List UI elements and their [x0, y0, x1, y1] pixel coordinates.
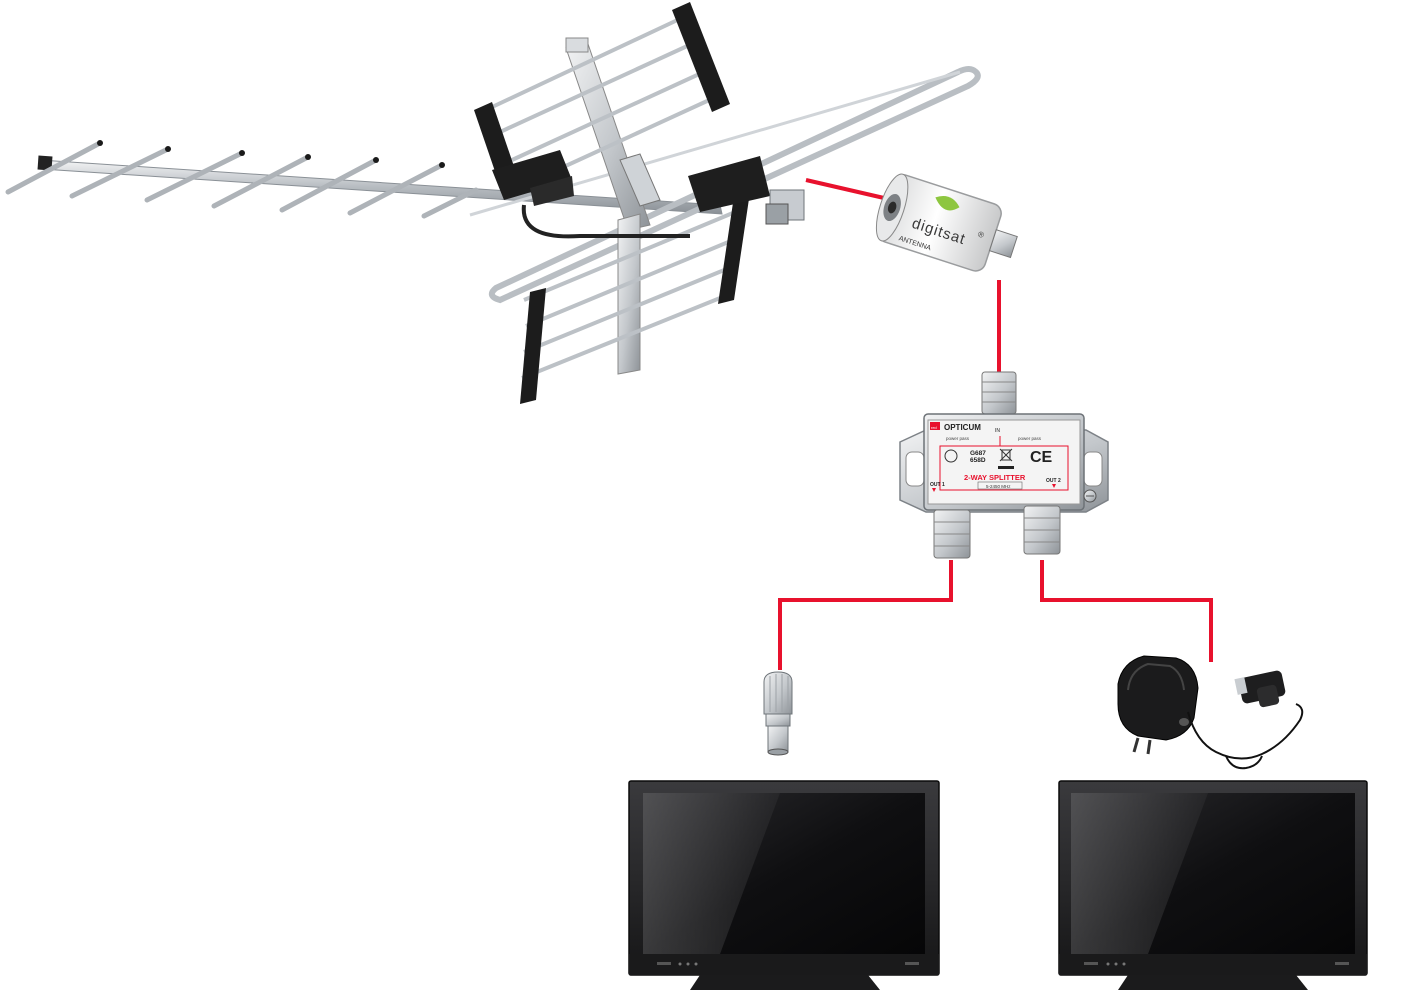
splitter-input-connector [982, 372, 1016, 414]
splitter-power-pass-left: power pass [946, 436, 970, 441]
splitter-brand: OPTICUM [944, 423, 981, 432]
lower-reflector [520, 192, 750, 404]
splitter-freq: 5-2450 MHz [986, 484, 1011, 489]
tv-icon [629, 781, 939, 990]
antenna-icon [8, 2, 978, 404]
splitter-brand-prefix: red [931, 425, 937, 430]
splitter-output-connector-1 [934, 510, 970, 558]
cable-out1-to-tv1 [780, 560, 951, 670]
splitter-out1-label: OUT 1 [930, 482, 945, 488]
cable-out2-to-tv2 [1042, 560, 1211, 662]
splitter-ce-mark: CE [1030, 449, 1053, 466]
tv-icon [1059, 781, 1367, 990]
yagi-director-caps [97, 140, 445, 168]
splitter-in-label: IN [995, 428, 1000, 434]
splitter-title: 2-WAY SPLITTER [964, 473, 1026, 482]
splitter-out2-label: OUT 2 [1046, 478, 1061, 484]
splitter-icon: red OPTICUM IN power pass power pass G68… [900, 372, 1108, 558]
splitter-model-line2: 658D [970, 457, 986, 464]
amplifier-icon: digitsat ® ANTENNA [870, 171, 1025, 281]
splitter-power-pass-right: power pass [1018, 436, 1042, 441]
cable-antenna-to-amplifier [806, 180, 884, 198]
power-adapter-icon [1118, 656, 1302, 768]
coax-plug-icon [764, 672, 792, 755]
splitter-output-connector-2 [1024, 506, 1060, 554]
splitter-model-line1: G687 [970, 450, 986, 457]
power-injector-plug [1234, 670, 1286, 708]
